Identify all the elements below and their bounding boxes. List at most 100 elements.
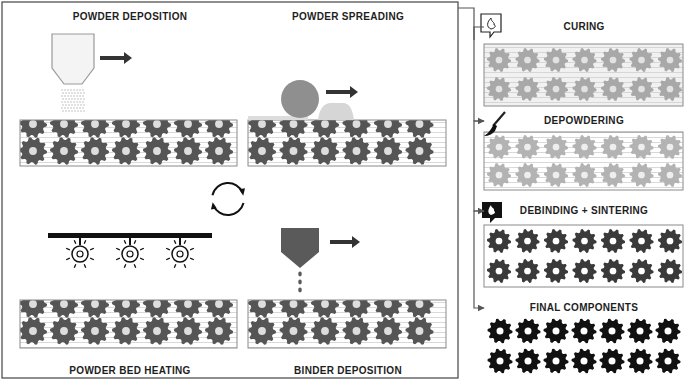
lamp-ray: [134, 240, 136, 244]
powder-grain: [68, 104, 70, 106]
lamp-ray: [174, 264, 176, 268]
gear-hole: [609, 358, 616, 365]
gear-hole: [122, 147, 130, 155]
gear-part: [343, 120, 371, 138]
gear-part: [374, 300, 402, 318]
gear-part: [406, 120, 434, 138]
powder-grain: [77, 104, 79, 106]
gear-part: [311, 317, 339, 345]
gear-part: [516, 163, 540, 187]
gear-hole: [290, 300, 298, 308]
gear-part: [516, 229, 540, 253]
drawing-part: [487, 135, 682, 187]
gear-hole: [609, 328, 616, 335]
powder-grain: [70, 101, 72, 103]
gear-part: [573, 135, 597, 159]
powder-grain: [76, 107, 78, 109]
gear-hole: [290, 120, 298, 128]
process-step: POWDER SPREADING: [245, 10, 451, 170]
gear-part: [112, 120, 140, 138]
gear-hole: [153, 120, 161, 128]
tray-border: [484, 44, 683, 106]
powder-grain: [61, 95, 63, 97]
step-heading: CURING: [561, 20, 606, 34]
gear-part: [601, 163, 625, 187]
gear-hole: [665, 328, 672, 335]
process-step: CURING: [484, 20, 684, 108]
gear-hole: [384, 300, 392, 308]
gear-hole: [638, 238, 645, 245]
powder-grain: [73, 101, 75, 103]
gear-hole: [153, 147, 161, 155]
lamp-ray: [140, 258, 144, 260]
gear-part: [280, 137, 308, 165]
gear-part: [630, 259, 654, 283]
process-step: BINDER DEPOSITION: [245, 216, 451, 378]
gear-hole: [637, 328, 644, 335]
powder-grain: [68, 110, 70, 112]
gear-hole: [496, 172, 503, 179]
final-gear: [516, 349, 541, 374]
gear-part: [248, 300, 276, 318]
gear-hole: [667, 268, 674, 275]
powder-grain: [62, 92, 64, 94]
binder-nozzle: [281, 228, 319, 268]
gear-hole: [496, 238, 503, 245]
gear-hole: [321, 300, 329, 308]
gear-part: [174, 317, 202, 345]
gear-part: [174, 137, 202, 165]
motion-arrow: [100, 52, 132, 64]
powder-grain: [79, 101, 81, 103]
gear-hole: [321, 120, 329, 128]
gear-part: [50, 137, 78, 165]
gear-hole: [29, 147, 37, 155]
lamp-filament: [177, 251, 183, 257]
final-gear: [656, 349, 681, 374]
tray-border: [248, 300, 446, 348]
lamp-ray: [84, 240, 86, 244]
drawing-part: [20, 300, 233, 345]
powder-grain: [70, 95, 72, 97]
final-gear: [572, 349, 597, 374]
drawing-part: [248, 120, 434, 165]
drawing-part: [487, 48, 682, 101]
gear-hole: [524, 268, 531, 275]
lamp-mount: [179, 238, 181, 245]
process-step: POWDER DEPOSITION: [15, 10, 245, 170]
spreading-roller: [281, 80, 319, 118]
gear-hole: [667, 86, 674, 93]
step-heading: POWDER BED HEATING: [67, 364, 192, 378]
gear-part: [406, 300, 434, 318]
gear-part: [573, 229, 597, 253]
powder-grain: [67, 107, 69, 109]
powder-texture: [20, 120, 237, 166]
gear-part: [601, 77, 625, 101]
gear-part: [658, 48, 682, 72]
flame-symbol: [488, 205, 495, 215]
powder-grain: [80, 110, 82, 112]
gear-hole: [122, 327, 130, 335]
gear-hole: [384, 120, 392, 128]
step-heading: POWDER DEPOSITION: [71, 10, 190, 24]
gear-part: [601, 229, 625, 253]
powder-grain: [82, 101, 84, 103]
lamp-ray: [140, 248, 144, 250]
gear-part: [573, 163, 597, 187]
gear-hole: [496, 144, 503, 151]
drawing-part: [20, 120, 233, 165]
lamp-filament: [77, 251, 83, 257]
gear-part: [143, 120, 171, 138]
gear-part: [601, 48, 625, 72]
process-step: DEBINDING + SINTERING: [484, 204, 684, 290]
powder-grain: [67, 101, 69, 103]
gear-hole: [581, 57, 588, 64]
lamp-ray: [90, 258, 94, 260]
gear-part: [112, 137, 140, 165]
powder-tray: [484, 225, 683, 287]
gear-hole: [416, 120, 424, 128]
gear-hole: [638, 172, 645, 179]
gear-hole: [184, 120, 192, 128]
final-gear: [516, 319, 541, 344]
